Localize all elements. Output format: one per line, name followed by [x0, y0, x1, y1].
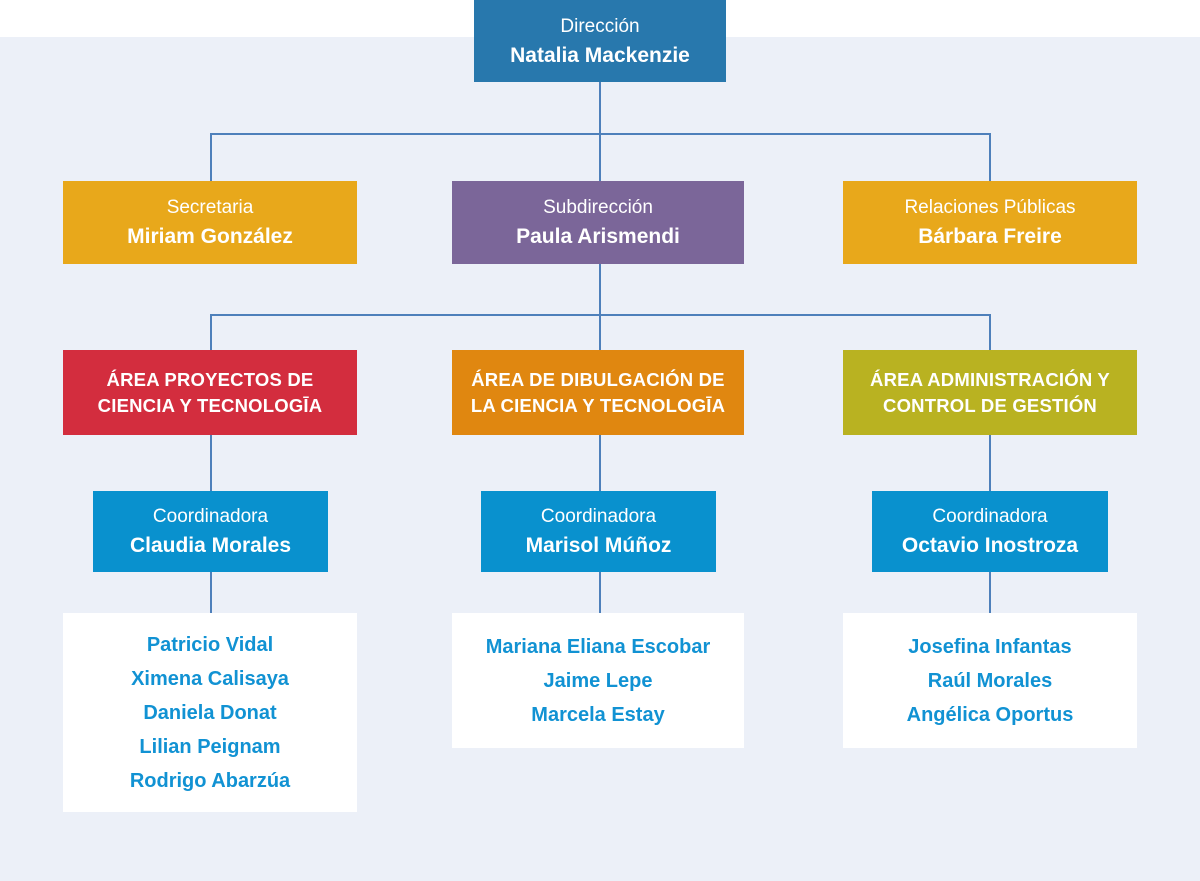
team-member: Daniela Donat — [143, 701, 277, 724]
node-role: Secretaria — [166, 197, 254, 218]
node-area-administracion: ÁREA ADMINISTRACIÓN Y CONTROL DE GESTIÓN — [843, 350, 1137, 435]
connector-areas-right-drop — [989, 314, 991, 350]
team-list-3: Josefina Infantas Raúl Morales Angélica … — [843, 613, 1137, 748]
connector-areas-left-drop — [210, 314, 212, 350]
node-person-name: Miriam González — [127, 225, 293, 248]
team-member: Angélica Oportus — [906, 703, 1074, 726]
team-list-2: Mariana Eliana Escobar Jaime Lepe Marcel… — [452, 613, 744, 748]
node-role: Coordinadora — [540, 506, 657, 527]
node-coordinadora-1: Coordinadora Claudia Morales — [93, 491, 328, 572]
connector-level2-right-drop — [989, 133, 991, 181]
node-secretaria: Secretaria Miriam González — [63, 181, 357, 264]
team-member: Raúl Morales — [927, 669, 1053, 692]
connector-area2-coordinator — [599, 434, 601, 491]
node-person-name: Marisol Múñoz — [525, 534, 672, 557]
connector-direccion-down — [599, 80, 601, 134]
node-relaciones-publicas: Relaciones Públicas Bárbara Freire — [843, 181, 1137, 264]
node-area-proyectos: ÁREA PROYECTOS DE CIENCIA Y TECNOLOGĪA — [63, 350, 357, 435]
team-member: Lilian Peignam — [139, 735, 281, 758]
team-list-1: Patricio Vidal Ximena Calisaya Daniela D… — [63, 613, 357, 812]
area-title-line: ÁREA DE DIBULGACIÓN DE — [471, 368, 725, 390]
node-person-name: Natalia Mackenzie — [510, 43, 690, 67]
team-member: Josefina Infantas — [908, 635, 1072, 658]
connector-area3-coordinator — [989, 434, 991, 491]
node-role: Dirección — [560, 15, 640, 37]
connector-area1-coordinator — [210, 434, 212, 491]
area-title-line: ÁREA ADMINISTRACIÓN Y — [870, 368, 1110, 390]
node-direccion: Dirección Natalia Mackenzie — [474, 0, 726, 82]
connector-coordinator1-team — [210, 572, 212, 614]
connector-level2-center-drop — [599, 133, 601, 181]
area-title-line: CIENCIA Y TECNOLOGĪA — [97, 394, 323, 416]
node-role: Subdirección — [543, 197, 653, 218]
connector-level2-left-drop — [210, 133, 212, 181]
node-coordinadora-2: Coordinadora Marisol Múñoz — [481, 491, 716, 572]
team-member: Mariana Eliana Escobar — [485, 635, 711, 658]
node-person-name: Claudia Morales — [129, 534, 292, 557]
team-member: Ximena Calisaya — [131, 667, 289, 690]
connector-coordinator2-team — [599, 572, 601, 614]
node-coordinadora-3: Coordinadora Octavio Inostroza — [872, 491, 1108, 572]
team-member: Patricio Vidal — [146, 633, 274, 656]
connector-areas-center-drop — [599, 314, 601, 350]
node-subdireccion: Subdirección Paula Arismendi — [452, 181, 744, 264]
connector-coordinator3-team — [989, 572, 991, 614]
team-member: Jaime Lepe — [543, 669, 653, 692]
connector-subdireccion-down — [599, 263, 601, 315]
team-member: Rodrigo Abarzúa — [129, 769, 291, 792]
area-title-line: LA CIENCIA Y TECNOLOGĪA — [470, 394, 726, 416]
node-role: Coordinadora — [932, 506, 1048, 527]
node-role: Coordinadora — [152, 506, 269, 527]
node-person-name: Octavio Inostroza — [901, 534, 1079, 557]
node-person-name: Paula Arismendi — [516, 225, 680, 248]
area-title-line: CONTROL DE GESTIÓN — [883, 394, 1097, 416]
node-area-divulgacion: ÁREA DE DIBULGACIÓN DE LA CIENCIA Y TECN… — [452, 350, 744, 435]
node-person-name: Bárbara Freire — [918, 225, 1062, 248]
area-title-line: ÁREA PROYECTOS DE — [106, 368, 314, 390]
team-member: Marcela Estay — [531, 703, 665, 726]
node-role: Relaciones Públicas — [904, 197, 1076, 218]
